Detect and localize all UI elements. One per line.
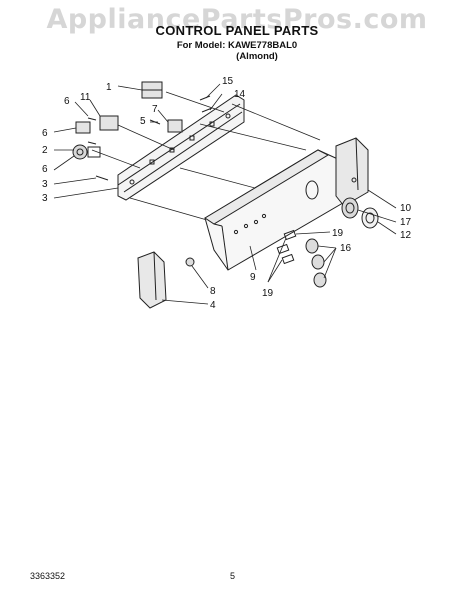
end-cap-right	[335, 137, 369, 207]
page-number: 5	[230, 571, 236, 581]
callout-10: 10	[400, 203, 412, 214]
switch-parts	[72, 81, 183, 160]
leader-lines	[53, 83, 397, 305]
console-panel	[204, 149, 349, 271]
callout-8: 8	[210, 286, 216, 297]
callout-19a: 19	[332, 228, 344, 239]
callout-6b: 5	[140, 116, 146, 127]
timer-knob	[341, 197, 379, 229]
callout-5: 6	[42, 128, 48, 139]
callout-6d: 3	[42, 179, 48, 190]
callout-14: 14	[234, 89, 246, 100]
callout-6a: 6	[64, 96, 70, 107]
callout-15: 15	[222, 76, 234, 87]
callout-16: 16	[340, 243, 352, 254]
callout-19b: 19	[262, 288, 274, 299]
control-bracket	[117, 94, 245, 201]
callout-3: 3	[42, 193, 48, 204]
callout-labels: 1 15 14 6 11 7 5 6 2 6 3 3 10 17 12 19 1…	[42, 76, 412, 311]
callout-6c: 2	[42, 145, 48, 156]
spring-clips	[276, 229, 297, 265]
selector-knobs	[305, 238, 327, 288]
callout-2: 6	[42, 164, 48, 175]
end-cap-left	[137, 251, 167, 309]
callout-7: 7	[152, 104, 158, 115]
callout-11: 11	[80, 92, 91, 103]
color-line: (Almond)	[236, 51, 278, 62]
model-line: For Model: KAWE778BAL0	[176, 40, 298, 51]
callout-9: 9	[250, 272, 256, 283]
callout-12: 12	[400, 230, 412, 241]
document-number: 3363352	[30, 571, 66, 581]
screws	[87, 95, 213, 267]
callout-4: 4	[210, 300, 216, 311]
page-title: CONTROL PANEL PARTS	[155, 23, 319, 38]
callout-1: 1	[106, 82, 112, 93]
watermark: AppliancePartsPros.com	[46, 4, 428, 35]
callout-17: 17	[400, 217, 412, 228]
